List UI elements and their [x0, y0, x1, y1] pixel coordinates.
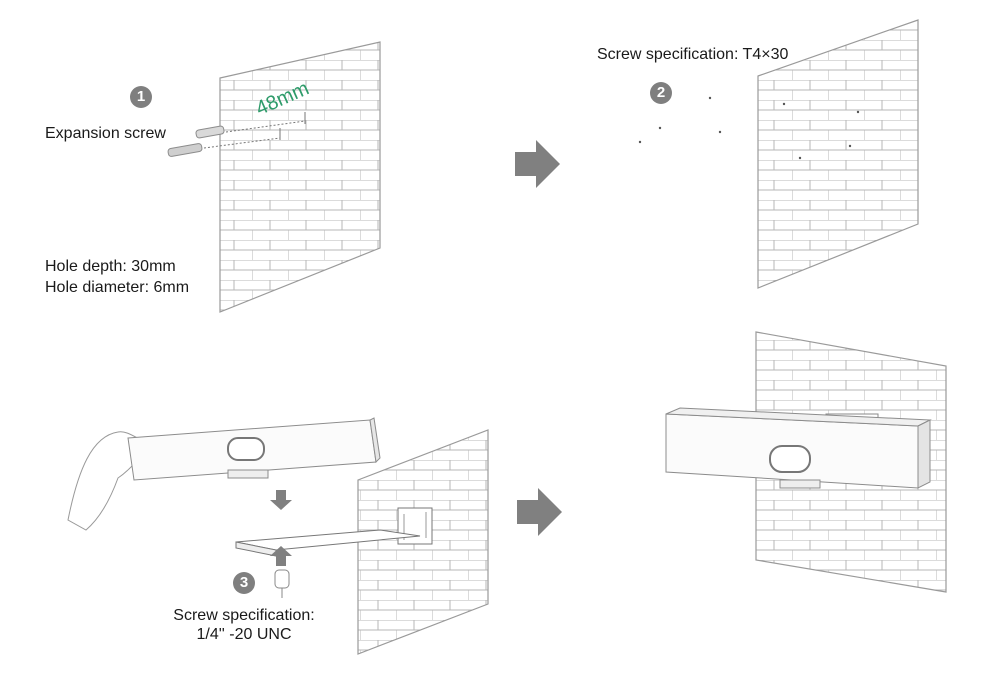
hole-diameter-label: Hole diameter: 6mm [45, 279, 190, 296]
step-2-number: 2 [650, 82, 672, 104]
screw-spec-step-2: Screw specification: T4×30 [597, 46, 789, 63]
up-arrow-icon [270, 546, 292, 566]
step-3-number: 3 [233, 572, 255, 594]
wall-step-1 [219, 41, 381, 313]
hole-depth-label: Hole depth: 30mm [45, 258, 176, 275]
step-1-number: 1 [130, 86, 152, 108]
expansion-screw-illustration [167, 112, 306, 157]
next-arrow-icon [517, 488, 562, 536]
expansion-screw-label: Expansion screw [45, 125, 166, 142]
next-arrow-icon [515, 140, 560, 188]
screw-spec-step-3-line2: 1/4'' -20 UNC [196, 626, 292, 643]
screw-spec-step-3-line1: Screw specification: [173, 607, 315, 624]
wall-step-2 [638, 19, 919, 289]
wall-step-3 [357, 429, 489, 655]
video-bar-step-3 [127, 417, 381, 481]
tripod-screw [274, 569, 290, 598]
down-arrow-icon [270, 490, 292, 510]
video-bar-installed [665, 407, 932, 489]
